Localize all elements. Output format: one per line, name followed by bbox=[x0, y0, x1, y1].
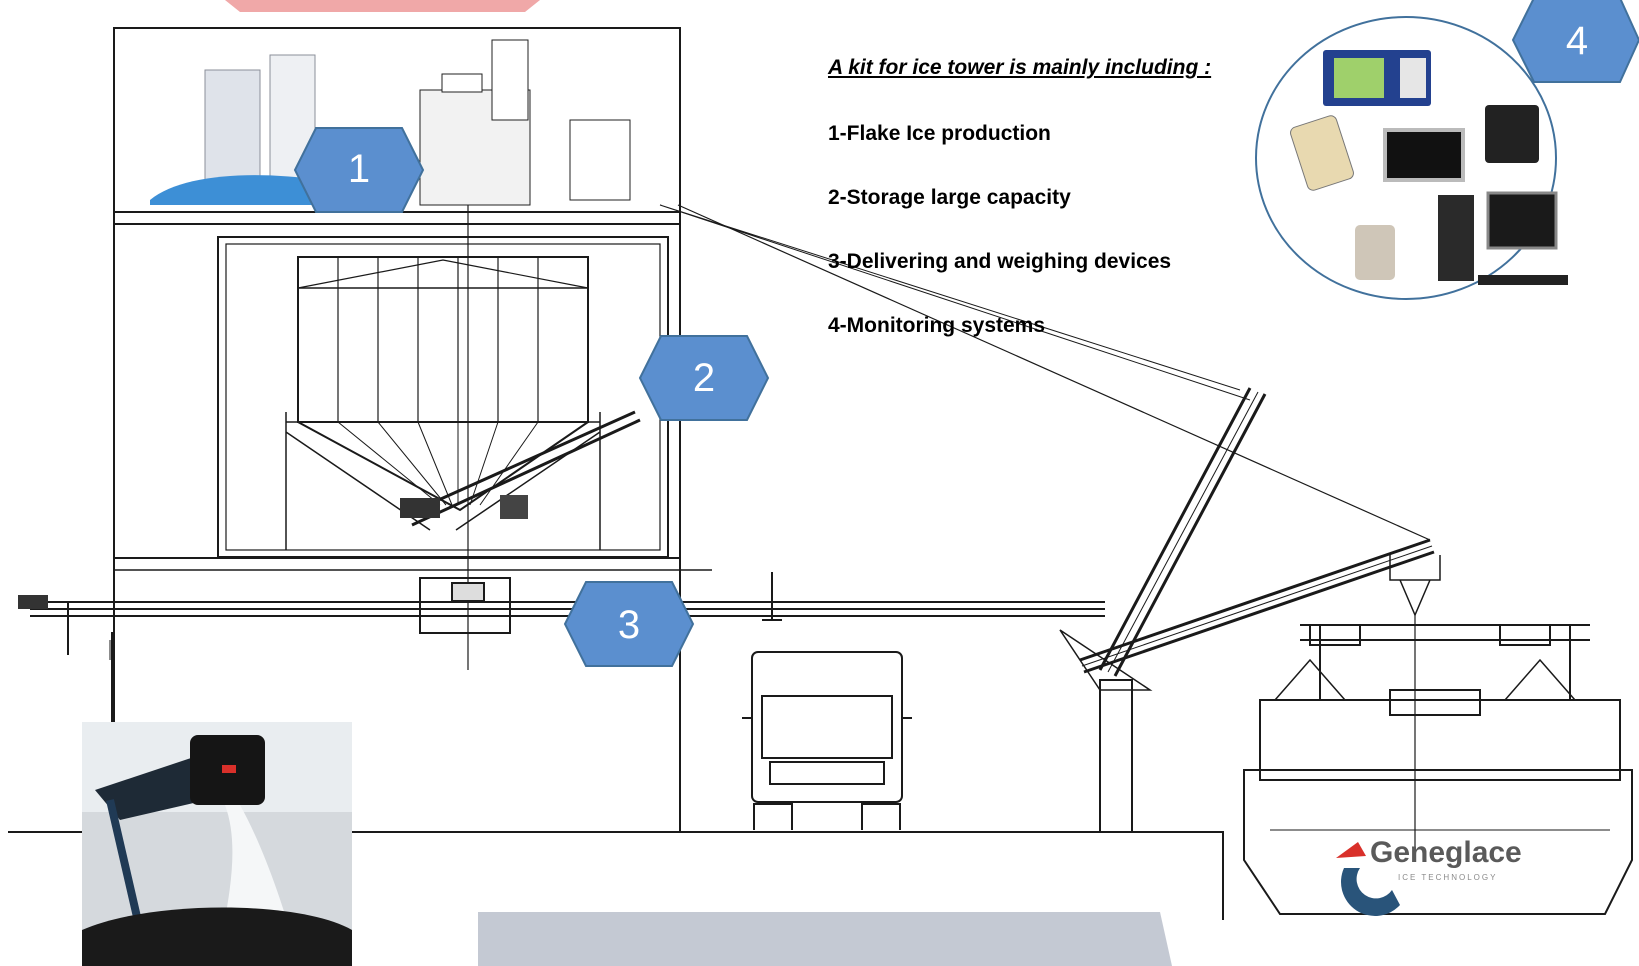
kit-title: A kit for ice tower is mainly including … bbox=[828, 56, 1212, 79]
brand-tagline: ICE TECHNOLOGY bbox=[1398, 873, 1497, 882]
top-decor-bar bbox=[225, 0, 540, 12]
ice-chute-photo bbox=[82, 722, 352, 966]
svg-text:2: 2 bbox=[693, 356, 715, 400]
kit-item-3: 3-Delivering and weighing devices bbox=[828, 250, 1172, 273]
callout-4: 4 bbox=[1511, 0, 1639, 83]
flake-ice-machines bbox=[150, 39, 631, 206]
brand-logo: Geneglace ICE TECHNOLOGY bbox=[1336, 836, 1522, 916]
callout-1: 1 bbox=[293, 127, 425, 213]
kit-item-1: 1-Flake Ice production bbox=[828, 122, 1051, 145]
svg-text:3: 3 bbox=[618, 603, 640, 647]
svg-text:4: 4 bbox=[1566, 19, 1588, 63]
callout-2: 2 bbox=[638, 335, 770, 421]
monitoring-systems-panel bbox=[1255, 16, 1568, 300]
callout-3: 3 bbox=[563, 581, 695, 667]
svg-text:1: 1 bbox=[348, 147, 370, 191]
brand-name: Geneglace bbox=[1370, 836, 1522, 869]
building-drawing bbox=[8, 27, 1633, 920]
kit-item-2: 2-Storage large capacity bbox=[828, 186, 1071, 209]
kit-item-4: 4-Monitoring systems bbox=[828, 314, 1046, 337]
bottom-decor-bar bbox=[478, 912, 1172, 966]
